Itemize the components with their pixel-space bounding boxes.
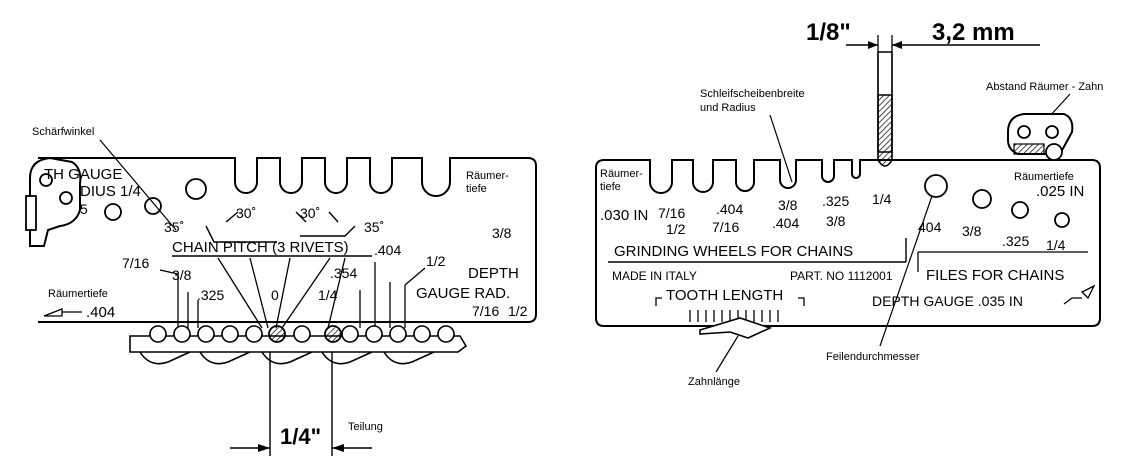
right-gauge-plate	[595, 159, 1101, 327]
pitch-1-2: 1/2	[426, 253, 446, 269]
pitch-callout: Teilung	[348, 421, 383, 433]
w-404-a: .404	[716, 201, 743, 217]
left-chain	[129, 325, 468, 365]
right-chain-link	[1007, 113, 1074, 161]
depth-label-2: GAUGE RAD.	[416, 285, 510, 302]
depth-gauge-label-line2: DIUS 1/4	[80, 183, 141, 200]
part-number: PART. NO 1112001	[790, 269, 893, 283]
raker-value: .404	[86, 304, 115, 321]
file-hole	[1011, 201, 1029, 219]
pitch-dimension-value: 1/4"	[280, 424, 321, 449]
pitch-1-4: 1/4	[318, 287, 338, 303]
w-325: .325	[822, 193, 849, 209]
wheel-width-callout-2: und Radius	[700, 102, 756, 114]
left-gauge-hole	[144, 197, 162, 215]
w-3-8-b: 3/8	[826, 213, 846, 229]
angle-35-right: 35˚	[364, 219, 384, 235]
pitch-3-8: 3/8	[172, 267, 192, 283]
left-chain-link	[25, 156, 82, 247]
file-hole	[1054, 212, 1070, 228]
depth-label-1: DEPTH	[468, 265, 519, 282]
f-404: 404	[918, 219, 942, 235]
raker-depth-callout: Räumertiefe	[48, 288, 108, 300]
raker-depth-right: Räumertiefe	[1014, 171, 1074, 183]
left-gauge: TH GAUGE DIUS 1/4 5 35˚ 30˚ 30˚ 35˚ 3/8 …	[25, 126, 537, 456]
wheel-width-dimension: 1/8" 3,2 mm	[806, 19, 1040, 94]
file-diameter-callout: Feilendurchmesser	[826, 351, 920, 363]
raker-depth-left-2: tiefe	[600, 181, 621, 193]
tooth-shape	[699, 317, 773, 339]
stub-5-label: 5	[80, 201, 88, 217]
made-in-italy: MADE IN ITALY	[612, 269, 697, 283]
left-gauge-hole	[185, 178, 207, 200]
wheel-width-callout-1: Schleifscheibenbreite	[700, 88, 805, 100]
chain-pitch-label: CHAIN PITCH (3 RIVETS)	[172, 239, 349, 256]
raker-depth-top-2: tiefe	[466, 183, 487, 195]
left-gauge-plate	[38, 157, 537, 323]
f-025: .025 IN	[1036, 183, 1084, 200]
w-404-b: .404	[772, 215, 799, 231]
raker-tooth-distance-callout: Abstand Räumer - Zahn	[986, 81, 1103, 93]
depth-gauge-035: DEPTH GAUGE .035 IN	[872, 293, 1023, 309]
pitch-guide-lines	[177, 257, 406, 329]
depth-gauge-label-line1: TH GAUGE	[44, 166, 122, 183]
right-gauge: 1/8" 3,2 mm Räumer- tiefe Räumertiefe Sc…	[595, 19, 1103, 388]
f-1-4: 1/4	[1046, 237, 1066, 253]
pitch-0: 0	[271, 287, 279, 303]
file-hole	[924, 174, 948, 198]
left-gauge-hole	[104, 203, 122, 221]
val-030: .030 IN	[600, 207, 648, 224]
w-3-8: 3/8	[778, 197, 798, 213]
depth-7-16: 7/16	[472, 303, 499, 319]
raker-depth-top: Räumer-	[466, 170, 509, 182]
w-7-16: 7/16	[658, 205, 685, 221]
angle-30-left: 30˚	[236, 205, 256, 221]
depth-1-2: 1/2	[508, 303, 528, 319]
size-3-8-right: 3/8	[492, 225, 512, 241]
raker-depth-left-1: Räumer-	[600, 168, 643, 180]
dim-inch: 1/8"	[806, 19, 851, 46]
grinding-wheels-label: GRINDING WHEELS FOR CHAINS	[614, 243, 853, 260]
pitch-404: .404	[374, 242, 401, 258]
w-1-4: 1/4	[872, 191, 892, 207]
pitch-dimension: 1/4" Teilung	[230, 352, 383, 456]
tooth-length-callout: Zahnlänge	[688, 376, 740, 388]
sharpening-angle-callout: Schärfwinkel	[32, 126, 94, 138]
file-hole	[972, 189, 992, 209]
pitch-325: .325	[197, 287, 224, 303]
dim-mm: 3,2 mm	[932, 19, 1015, 46]
f-325: .325	[1002, 233, 1029, 249]
f-3-8: 3/8	[962, 223, 982, 239]
pitch-354: .354	[330, 265, 357, 281]
tooth-length-label: TOOTH LENGTH	[666, 287, 783, 304]
w-1-2: 1/2	[666, 221, 686, 237]
grinding-wheel-cross-section	[877, 94, 893, 167]
angle-30-right: 30˚	[300, 205, 320, 221]
w-7-16-b: 7/16	[712, 219, 739, 235]
files-for-chains-label: FILES FOR CHAINS	[926, 267, 1064, 284]
pitch-7-16: 7/16	[122, 255, 149, 271]
